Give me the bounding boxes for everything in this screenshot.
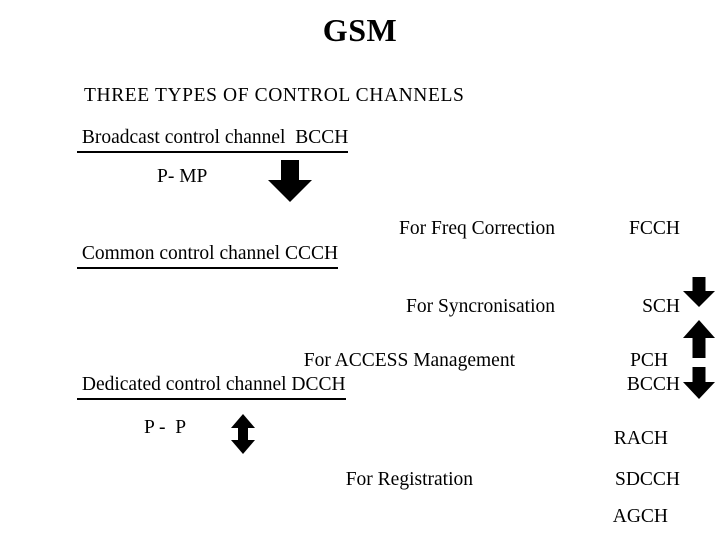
- arrow-shaft: [692, 277, 706, 293]
- dcch-description-line-1: For Registration: [345, 469, 473, 490]
- bcch-channel-2: SCH: [642, 296, 680, 317]
- bcch-description-line-2: For Syncronisation: [406, 296, 555, 317]
- down-arrow-icon: [683, 367, 715, 399]
- arrow-shaft: [238, 426, 248, 442]
- ccch-channel-1: PCH: [630, 350, 668, 371]
- bcch-channel-1: FCCH: [629, 218, 680, 239]
- section-heading-dcch: Dedicated control channel DCCH: [77, 373, 346, 400]
- arrow-head-down: [231, 440, 255, 454]
- slide-subtitle: THREE TYPES OF CONTROL CHANNELS: [84, 85, 465, 106]
- page-title: GSM: [322, 12, 398, 48]
- arrow-head-up: [231, 414, 255, 428]
- dcch-description-block: For Registration ,authentication & Hando…: [233, 415, 473, 540]
- arrow-head: [683, 320, 715, 338]
- double-headed-vertical-arrow-icon: [230, 414, 256, 454]
- arrow-shaft: [692, 367, 706, 384]
- arrow-shaft: [692, 337, 706, 358]
- ccch-channel-list: PCH RACH AGCH: [468, 296, 668, 540]
- bcch-channel-3: BCCH: [626, 374, 680, 395]
- down-arrow-icon: [268, 160, 312, 202]
- arrow-shaft: [281, 160, 299, 182]
- arrow-head: [268, 180, 312, 202]
- up-arrow-icon: [683, 320, 715, 358]
- bcch-mode-label: P- MP: [157, 166, 208, 187]
- section-heading-dcch-text: Dedicated control channel DCCH: [77, 373, 346, 400]
- arrow-head: [683, 291, 715, 307]
- section-heading-bcch-text: Broadcast control channel BCCH: [77, 126, 349, 153]
- bcch-description-line-1: For Freq Correction: [399, 218, 555, 239]
- ccch-description-block: For ACCESS Management: [195, 296, 515, 426]
- arrow-head: [683, 382, 715, 399]
- bcch-channel-list: FCCH SCH BCCH: [480, 164, 680, 450]
- ccch-channel-2: RACH: [613, 428, 668, 449]
- bcch-description-block: For Freq Correction For Syncronisation: [235, 164, 555, 372]
- section-heading-bcch: Broadcast control channel BCCH: [77, 126, 349, 153]
- ccch-channel-3: AGCH: [612, 506, 668, 527]
- dcch-mode-label: P - P: [144, 417, 187, 438]
- dcch-channel-list: SDCCH SACCH FACCH: [480, 415, 680, 540]
- section-heading-ccch: Common control channel CCCH: [77, 242, 339, 269]
- down-arrow-icon: [683, 277, 715, 307]
- section-heading-ccch-text: Common control channel CCCH: [77, 242, 339, 269]
- ccch-description-line-1: For ACCESS Management: [303, 350, 515, 371]
- dcch-channel-1: SDCCH: [614, 469, 680, 490]
